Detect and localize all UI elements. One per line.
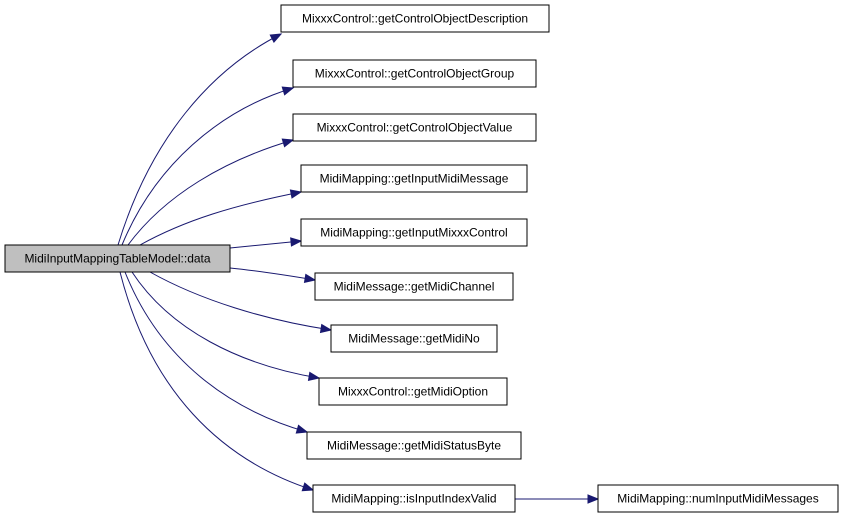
edge-arrowhead [269,33,283,44]
function-node[interactable]: MixxxControl::getControlObjectDescriptio… [280,4,550,33]
node-box [292,59,537,88]
nodes-layer: MidiInputMappingTableModel::dataMixxxCon… [4,4,839,513]
function-node[interactable]: MidiMapping::getInputMixxxControl [300,218,528,247]
function-node[interactable]: MidiMessage::getMidiStatusByte [306,431,522,460]
root-function-node[interactable]: MidiInputMappingTableModel::data [4,244,231,273]
node-label: MidiMessage::getMidiStatusByte [327,439,501,453]
node-box [597,484,839,513]
edge-root-to-n8 [131,271,320,379]
node-label: MixxxControl::getControlObjectValue [317,121,513,135]
edge-arrowhead [295,424,309,434]
edge-arrowhead [587,494,600,504]
node-box [312,484,516,513]
function-node[interactable]: MidiMessage::getMidiNo [330,324,498,353]
function-node[interactable]: MidiMapping::getInputMidiMessage [300,164,528,193]
node-label: MidiMapping::getInputMidiMessage [320,172,509,186]
edge-arrowhead [289,189,303,199]
edge-root-to-n2 [121,87,294,246]
function-node[interactable]: MixxxControl::getControlObjectGroup [292,59,537,88]
node-label: MixxxControl::getControlObjectDescriptio… [302,12,528,26]
node-label: MixxxControl::getControlObjectGroup [315,67,515,81]
node-box [280,4,550,33]
node-box [300,164,528,193]
edge-root-to-n4 [139,191,302,246]
node-label: MidiMapping::getInputMixxxControl [320,226,507,240]
edge-root-to-n10 [119,271,314,491]
function-node[interactable]: MixxxControl::getControlObjectValue [292,113,537,142]
node-box [292,113,537,142]
node-box [318,377,508,406]
node-box [306,431,522,460]
node-label: MidiInputMappingTableModel::data [24,252,210,266]
node-label: MidiMapping::numInputMidiMessages [617,492,818,506]
function-node[interactable]: MixxxControl::getMidiOption [318,377,508,406]
node-label: MidiMapping::isInputIndexValid [331,492,496,506]
edge-arrowhead [301,482,315,492]
node-label: MixxxControl::getMidiOption [338,385,488,399]
edge-arrowhead [281,138,295,148]
edge-root-to-n1 [117,33,282,246]
edge-arrowhead [319,323,333,334]
edges-layer [117,33,600,504]
node-label: MidiMessage::getMidiNo [348,332,480,346]
edge-root-to-n6 [229,267,316,281]
edge-root-to-n9 [124,271,308,433]
edge-arrowhead [281,86,295,96]
function-node[interactable]: MidiMessage::getMidiChannel [314,272,514,301]
function-node[interactable]: MidiMapping::isInputIndexValid [312,484,516,513]
edge-arrowhead [307,371,321,381]
edge-arrowhead [303,273,317,283]
node-box [314,272,514,301]
edge-root-to-n7 [149,271,332,331]
node-label: MidiMessage::getMidiChannel [334,280,495,294]
function-node[interactable]: MidiMapping::numInputMidiMessages [597,484,839,513]
node-box [300,218,528,247]
node-box [4,244,231,273]
edge-root-to-n5 [229,240,302,249]
node-box [330,324,498,353]
edge-root-to-n3 [127,139,294,246]
edge-arrowhead [290,237,303,247]
